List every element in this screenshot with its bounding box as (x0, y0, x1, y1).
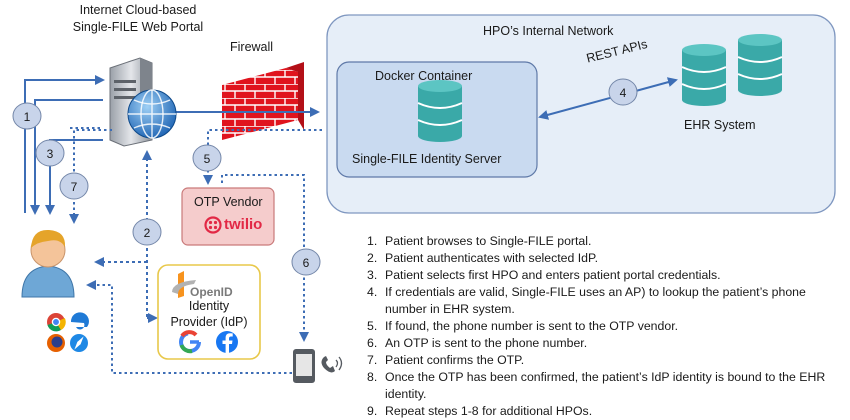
idp-label-line1: Identity (188, 299, 230, 313)
portal-title: Internet Cloud-based Single-FILE Web Por… (63, 2, 213, 36)
step-text: Patient browses to Single-FILE portal. (385, 234, 592, 248)
step-number: 6. (367, 336, 378, 350)
step-marker-5 (192, 144, 222, 172)
step-text: Patient selects first HPO and enters pat… (385, 268, 721, 282)
step-number: 1. (367, 234, 378, 248)
user-icon (21, 229, 75, 298)
docker-title: Docker Container (375, 69, 473, 83)
step-number: 7. (367, 353, 378, 367)
step-marker-3 (35, 139, 65, 167)
otp-vendor-box (181, 187, 275, 246)
phone-icon (293, 349, 343, 383)
twilio-wordmark: twilio (224, 216, 263, 233)
step-marker-6 (291, 248, 321, 276)
step-marker-3-label: 3 (47, 147, 54, 161)
step-marker-6-label: 6 (303, 256, 310, 270)
firewall-icon (222, 62, 304, 140)
step-marker-2 (132, 218, 162, 246)
step-number: 9. (367, 404, 378, 418)
otp-vendor-title: OTP Vendor (194, 195, 263, 209)
step-text: If credentials are valid, Single-FILE us… (385, 285, 806, 316)
step-marker-4-label: 4 (620, 86, 627, 100)
step-item: 7. Patient confirms the OTP. (367, 352, 837, 369)
step-marker-7 (59, 172, 89, 200)
step1-arrow-out (30, 99, 103, 215)
edge-icon (70, 312, 89, 330)
firewall-label: Firewall (230, 40, 274, 54)
step-marker-1-label: 1 (24, 110, 31, 124)
firefox-icon (47, 334, 65, 352)
ehr-database-icon (681, 34, 783, 106)
portal-title-line2: Single-FILE Web Portal (72, 20, 204, 34)
twilio-icon (204, 216, 222, 234)
step-item: 9. Repeat steps 1-8 for additional HPOs. (367, 403, 837, 420)
ehr-label: EHR System (684, 118, 756, 132)
chrome-icon (47, 313, 66, 332)
step-item: 1. Patient browses to Single-FILE portal. (367, 233, 837, 250)
step-text: Patient confirms the OTP. (385, 353, 525, 367)
step1-arrow-in (24, 75, 105, 213)
step-number: 4. (367, 285, 378, 299)
identity-server-label: Single-FILE Identity Server (352, 152, 502, 166)
google-icon (179, 330, 201, 354)
step-text: An OTP is sent to the phone number. (385, 336, 588, 350)
step-item: 4. If credentials are valid, Single-FILE … (367, 284, 837, 318)
safari-icon (70, 334, 88, 352)
step-item: 3. Patient selects first HPO and enters p… (367, 267, 837, 284)
step-item: 6. An OTP is sent to the phone number. (367, 335, 837, 352)
database-icon (417, 80, 463, 142)
browser-icons (47, 312, 89, 352)
step-number: 3. (367, 268, 378, 282)
step-text: Patient authenticates with selected IdP. (385, 251, 599, 265)
phone-to-user-arrow (86, 280, 292, 374)
step-item: 5. If found, the phone number is sent to … (367, 318, 837, 335)
step-number: 8. (367, 370, 378, 384)
step-marker-1 (12, 102, 42, 130)
steps-list: 1. Patient browses to Single-FILE portal.… (367, 233, 837, 420)
network-title: HPO’s Internal Network (483, 24, 614, 38)
step-number: 2. (367, 251, 378, 265)
portal-title-line1: Internet Cloud-based (79, 3, 197, 17)
rest-api-arrow (538, 77, 678, 120)
openid-icon (172, 271, 196, 298)
facebook-icon (216, 331, 238, 353)
idp-label-line2: Provider (IdP) (170, 315, 248, 329)
step-text: If found, the phone number is sent to th… (385, 319, 679, 333)
step-item: 2. Patient authenticates with selected Id… (367, 250, 837, 267)
idp-label: Identity Provider (IdP) (160, 298, 258, 330)
openid-wordmark: OpenID (190, 285, 233, 299)
step-number: 5. (367, 319, 378, 333)
step-item: 8. Once the OTP has been confirmed, the p… (367, 369, 837, 403)
globe-icon (127, 89, 177, 139)
step-text: Repeat steps 1-8 for additional HPOs. (385, 404, 593, 418)
step-marker-7-label: 7 (71, 180, 78, 194)
step-marker-4 (608, 78, 638, 106)
step-text: Once the OTP has been confirmed, the pat… (385, 370, 826, 401)
step-marker-5-label: 5 (204, 152, 211, 166)
step-marker-2-label: 2 (144, 226, 151, 240)
